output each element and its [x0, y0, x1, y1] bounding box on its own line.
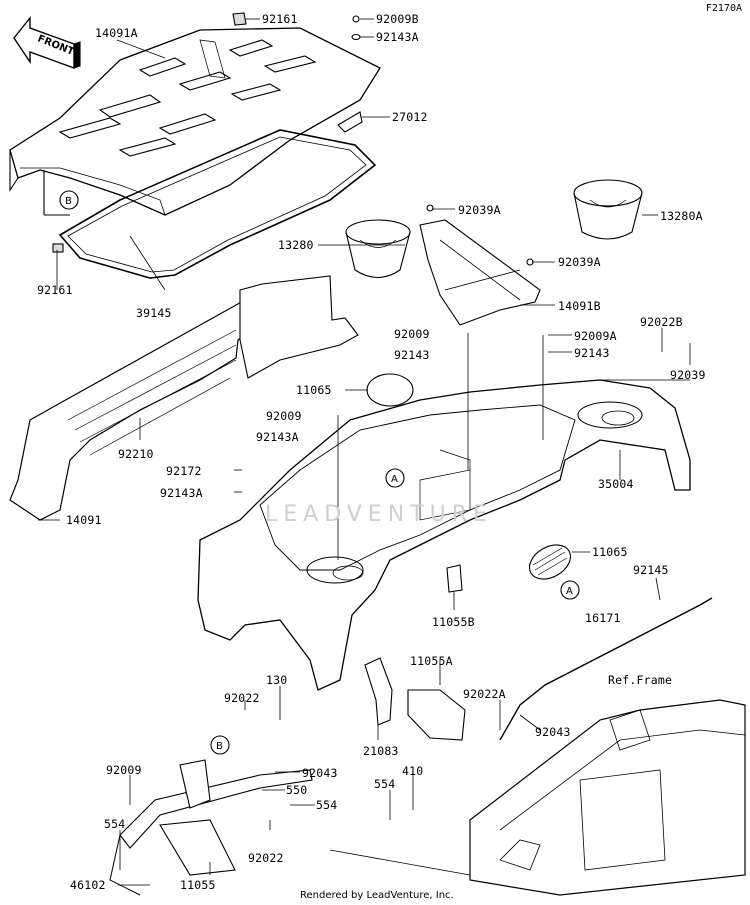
callout-a-1-text: A [391, 474, 398, 485]
cover-11065-top [366, 373, 414, 407]
callout-a-2: A [560, 580, 580, 600]
label-92210: 92210 [118, 447, 154, 461]
label-554-right: 554 [316, 798, 338, 812]
rear-body-35004 [197, 379, 691, 691]
label-14091B: 14091B [558, 299, 601, 313]
front-panel-14091 [9, 275, 359, 521]
callout-b-1-text: B [65, 196, 72, 207]
callout-b-2: B [210, 735, 230, 755]
leader-lines [38, 18, 691, 886]
cover-11065-low [528, 544, 572, 580]
roof-panel [9, 27, 381, 216]
seal-39145 [58, 129, 377, 279]
label-92039A-2: 92039A [558, 255, 601, 269]
front-arrow-icon: FRONT [13, 16, 81, 69]
rod-16171 [499, 597, 713, 741]
label-130: 130 [266, 673, 288, 687]
label-92039: 92039 [670, 368, 706, 382]
part-92161-left [52, 243, 64, 253]
label-92022-top: 92022 [224, 691, 260, 705]
label-92143A-low: 92143A [160, 486, 203, 500]
callout-a-1: A [385, 468, 405, 488]
bracket-11055B [446, 564, 463, 593]
label-14091: 14091 [66, 513, 102, 527]
callout-a-2-text: A [566, 586, 573, 597]
label-554-mid: 554 [374, 777, 396, 791]
label-92043-right: 92043 [535, 725, 571, 739]
label-11055: 11055 [180, 878, 216, 892]
label-39145: 39145 [136, 306, 172, 320]
label-92022A: 92022A [463, 687, 506, 701]
label-27012: 27012 [392, 110, 428, 124]
callout-b-1: B [59, 190, 79, 210]
label-11065-top: 11065 [296, 383, 332, 397]
label-92043-low: 92043 [302, 766, 338, 780]
label-554-left: 554 [104, 817, 126, 831]
label-11055A: 11055A [410, 654, 453, 668]
label-92143A-top: 92143A [376, 30, 419, 44]
label-92161-left: 92161 [37, 283, 73, 297]
label-92172: 92172 [166, 464, 202, 478]
label-11065-low: 11065 [592, 545, 628, 559]
label-92145: 92145 [633, 563, 669, 577]
label-92022-low: 92022 [248, 851, 284, 865]
label-92009-left: 92009 [266, 409, 302, 423]
figure-id: F2170A [705, 3, 742, 14]
label-16171: 16171 [585, 611, 621, 625]
label-11055B: 11055B [432, 615, 475, 629]
label-92143A-left: 92143A [256, 430, 299, 444]
part-92161-top [232, 12, 247, 26]
label-410: 410 [402, 764, 424, 778]
label-92022B: 92022B [640, 315, 683, 329]
label-92009-mid: 92009 [394, 327, 430, 341]
reference-frame [469, 699, 746, 896]
label-92161-top: 92161 [262, 12, 298, 26]
label-ref-frame: Ref.Frame [608, 673, 673, 687]
part-92143A-top [351, 33, 361, 41]
label-92009A: 92009A [574, 329, 617, 343]
credit-text: Rendered by LeadVenture, Inc. [300, 890, 454, 901]
part-92009B [352, 15, 360, 23]
label-92143-mid: 92143 [394, 348, 430, 362]
watermark-text: LEADVENTURE [265, 502, 493, 527]
bracket-11055A [407, 689, 466, 741]
label-92039A-1: 92039A [458, 203, 501, 217]
label-14091A: 14091A [95, 26, 138, 40]
label-13280: 13280 [278, 238, 314, 252]
label-46102: 46102 [70, 878, 106, 892]
label-13280A: 13280A [660, 209, 703, 223]
bracket-21083 [364, 657, 393, 726]
bracket-14091B [419, 204, 541, 326]
cup-holder-13280A [573, 179, 643, 240]
label-21083: 21083 [363, 744, 399, 758]
label-92009-low: 92009 [106, 763, 142, 777]
part-27012 [337, 111, 363, 133]
label-92143-right: 92143 [574, 346, 610, 360]
callout-b-2-text: B [216, 741, 223, 752]
label-92009B: 92009B [376, 12, 419, 26]
label-35004: 35004 [598, 477, 634, 491]
cup-holder-13280 [345, 219, 411, 279]
bumper-46102 [109, 759, 313, 896]
label-550: 550 [286, 783, 308, 797]
